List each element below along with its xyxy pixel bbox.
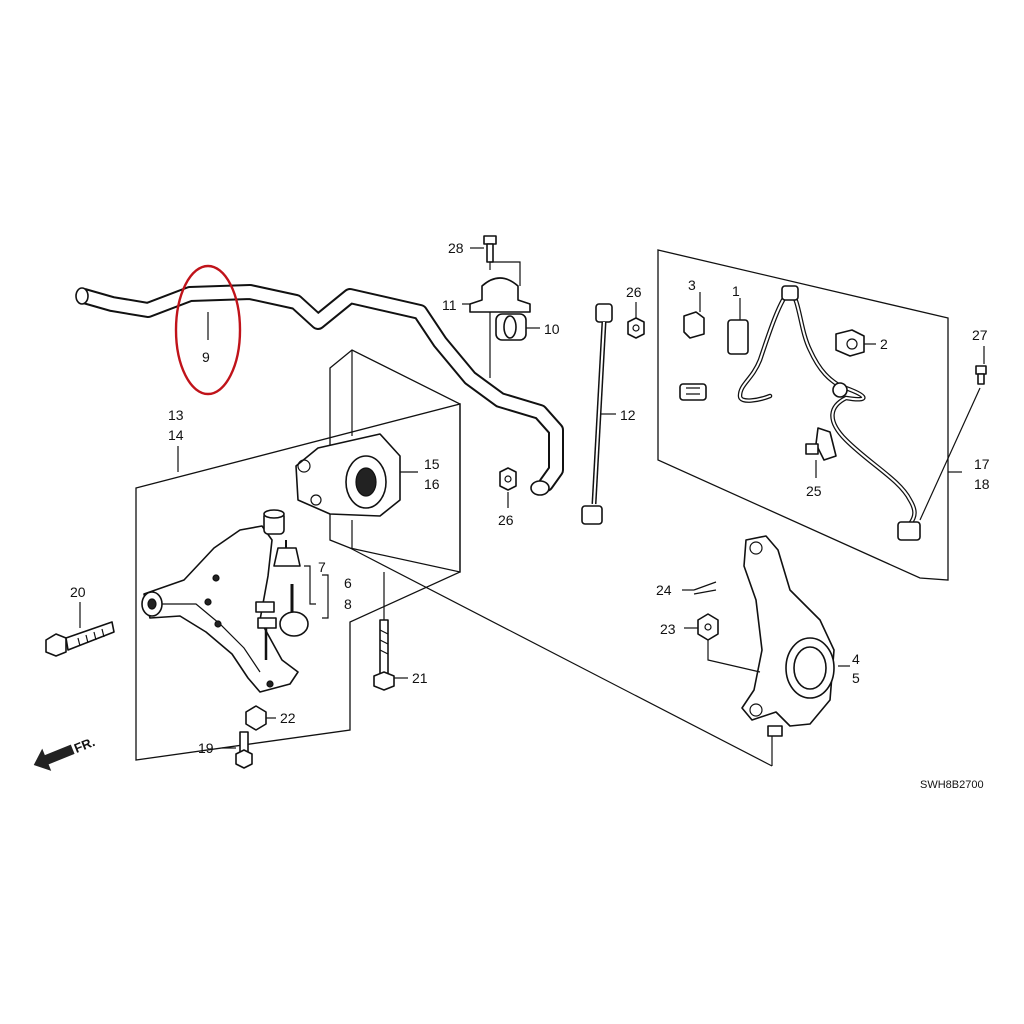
compliance-bushing-15-16-icon <box>295 433 401 517</box>
callout-5: 5 <box>852 670 860 686</box>
leader-23-knuckle <box>707 640 761 673</box>
stabilizer-bar-end-eye-right <box>530 480 550 496</box>
nut-23-icon <box>697 613 719 641</box>
callout-16: 16 <box>424 476 440 492</box>
diagram-code: SWH8B2700 <box>920 779 984 791</box>
bolt-19-icon <box>235 731 253 769</box>
abs-sensor-group-box <box>657 249 949 581</box>
callout-21: 21 <box>412 670 428 686</box>
bolt-27-icon <box>975 365 987 385</box>
lower-arm-13-14-icon <box>141 509 299 693</box>
callout-23: 23 <box>660 621 676 637</box>
callout-8: 8 <box>344 596 352 612</box>
clip-3-icon <box>683 311 705 339</box>
dust-boot-7-icon <box>273 540 301 567</box>
callout-15: 15 <box>424 456 440 472</box>
callout-13: 13 <box>168 407 184 423</box>
callout-26-lower: 26 <box>498 512 514 528</box>
callout-4: 4 <box>852 651 860 667</box>
callout-19: 19 <box>198 740 214 756</box>
callout-24: 24 <box>656 582 672 598</box>
knuckle-4-5-icon <box>741 535 835 737</box>
ball-joint-6-8-icon <box>255 584 309 660</box>
nut-22-icon <box>245 705 267 731</box>
abs-sensor-1-icon <box>679 285 921 541</box>
callout-18: 18 <box>974 476 990 492</box>
stabilizer-bar <box>75 284 564 496</box>
callout-10: 10 <box>544 321 560 337</box>
stabilizer-link-12-icon <box>581 303 613 525</box>
callout-6: 6 <box>344 575 352 591</box>
callout-27: 27 <box>972 327 988 343</box>
callout-11: 11 <box>442 297 457 313</box>
lower-arm-to-knuckle-line <box>349 547 773 767</box>
callout-14: 14 <box>168 427 184 443</box>
callout-3: 3 <box>688 277 696 293</box>
bracket-11-icon <box>469 277 531 313</box>
callout-28: 28 <box>448 240 464 256</box>
callout-25: 25 <box>806 483 822 499</box>
cotter-pin-24-icon <box>693 581 717 595</box>
bolt-21-icon <box>373 619 395 691</box>
front-direction-arrow-icon: FR. <box>33 734 97 771</box>
bushing-10-icon <box>495 313 527 341</box>
leader-27 <box>919 387 981 521</box>
callout-12: 12 <box>620 407 636 423</box>
bolt-20-icon <box>45 621 115 657</box>
nut-26-upper-icon <box>627 317 645 339</box>
bracket-6-8 <box>322 574 329 619</box>
callout-20: 20 <box>70 584 86 600</box>
callout-22: 22 <box>280 710 296 726</box>
callout-9: 9 <box>202 349 210 365</box>
callout-26-upper: 26 <box>626 284 642 300</box>
callout-2: 2 <box>880 336 888 352</box>
callout-17: 17 <box>974 456 990 472</box>
stabilizer-bar-end-eye <box>75 287 89 305</box>
nut-26-lower-icon <box>499 467 517 491</box>
leader-28-11 <box>489 261 521 286</box>
leader-7-6-8 <box>304 565 316 605</box>
clip-25-icon <box>805 427 837 461</box>
front-direction-label: FR. <box>72 734 97 756</box>
callout-1: 1 <box>732 283 740 299</box>
callout-7: 7 <box>318 559 326 575</box>
highlight-ring <box>174 264 242 396</box>
bolt-28-icon <box>483 235 497 263</box>
clip-2-icon <box>835 329 865 357</box>
